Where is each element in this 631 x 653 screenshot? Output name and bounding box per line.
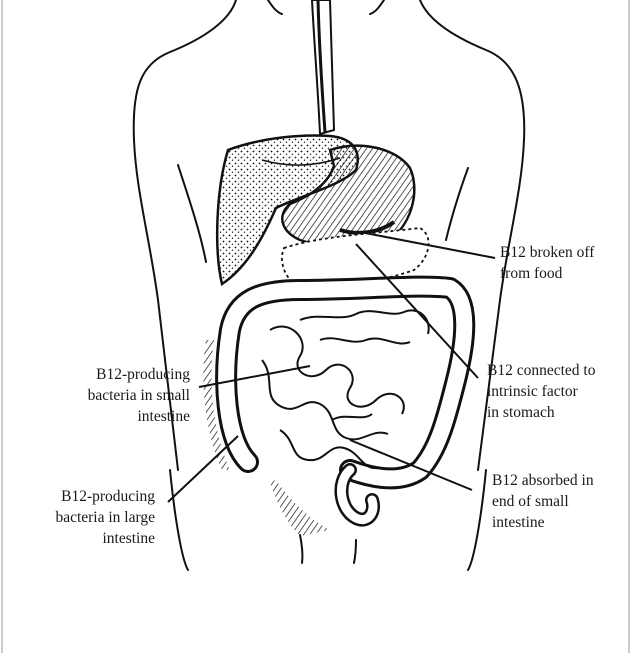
label-b12-small-intestine-bacteria: B12-producing bacteria in small intestin…	[30, 364, 190, 427]
esophagus	[312, 0, 334, 134]
large-intestine-inner	[226, 287, 464, 479]
small-intestine	[262, 310, 429, 468]
label-b12-large-intestine-bacteria: B12-producing bacteria in large intestin…	[10, 486, 155, 549]
label-b12-absorbed: B12 absorbed in end of small intestine	[492, 470, 594, 533]
shadow-bottom	[270, 480, 330, 536]
label-b12-broken-off: B12 broken off from food	[500, 242, 594, 284]
label-b12-intrinsic-factor: B12 connected to intrinsic factor in sto…	[487, 360, 595, 423]
